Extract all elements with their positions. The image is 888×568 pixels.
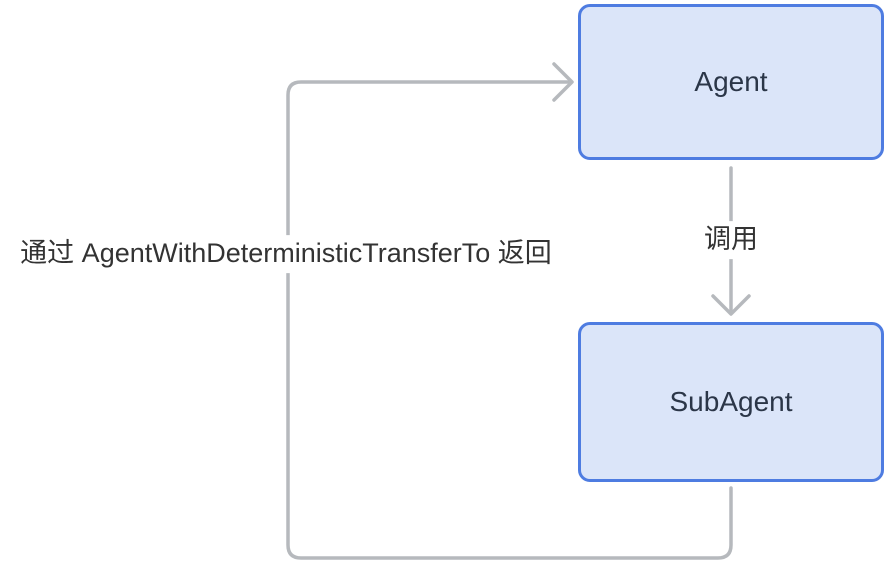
loop-edge-arrowhead-icon	[552, 62, 574, 102]
loop-edge-line	[286, 80, 733, 560]
node-agent: Agent	[578, 4, 884, 160]
node-subagent-label: SubAgent	[669, 386, 793, 417]
node-agent-label: Agent	[694, 66, 768, 97]
call-edge-label: 调用	[698, 221, 764, 259]
loop-edge-label: 通过 AgentWithDeterministicTransferTo 返回	[14, 235, 558, 273]
call-edge-arrowhead-icon	[711, 294, 751, 316]
node-subagent: SubAgent	[578, 322, 884, 482]
